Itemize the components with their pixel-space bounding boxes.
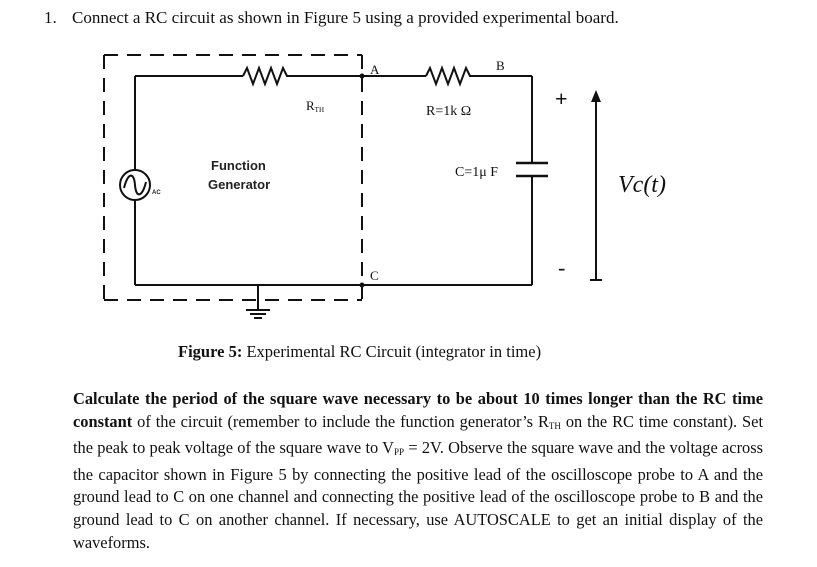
rc-circuit-figure: A B C RTH R=1k Ω C=1μ F Function Generat…: [103, 54, 666, 319]
paragraph-bold: Calculate the period of the square wave …: [73, 389, 763, 431]
question-number: 1.: [44, 8, 57, 27]
rth-resistor: [242, 65, 291, 87]
rth-label: RTH: [306, 98, 324, 114]
minus-sign: -: [558, 255, 565, 280]
vc-label: Vc(t): [618, 172, 666, 198]
ac-source-icon: [119, 169, 151, 201]
function-generator-label-2: Generator: [208, 177, 270, 192]
paragraph-part3: = 2V. Observe the square wave and the vo…: [73, 438, 763, 552]
capacitor: [516, 161, 548, 178]
ac-label: AC: [152, 190, 161, 196]
function-generator-label-1: Function: [211, 158, 266, 173]
figure-caption: Figure 5: Experimental RC Circuit (integ…: [178, 342, 541, 362]
vc-arrow-icon: [590, 90, 602, 281]
capacitor-label: C=1μ F: [455, 165, 498, 180]
ground-icon: [246, 309, 270, 319]
node-a-dot: [359, 73, 365, 79]
node-c-label: C: [370, 268, 379, 283]
instruction-paragraph: Calculate the period of the square wave …: [73, 388, 763, 554]
question-text: Connect a RC circuit as shown in Figure …: [72, 8, 619, 27]
paragraph-sub-pp: PP: [394, 447, 405, 458]
paragraph-part2: on the RC time constant). Set the peak t…: [73, 411, 764, 458]
plus-sign: +: [555, 86, 568, 111]
resistor-r: [425, 65, 474, 87]
node-b-label: B: [496, 58, 505, 73]
paragraph-part1: of the circuit (remember to include the …: [132, 411, 549, 431]
node-a-label: A: [370, 62, 380, 77]
circuit-wires: [134, 75, 533, 310]
question-heading: 1. Connect a RC circuit as shown in Figur…: [44, 8, 619, 28]
paragraph-sub-th: TH: [548, 420, 561, 431]
resistor-label: R=1k Ω: [426, 104, 471, 119]
caption-text: Experimental RC Circuit (integrator in t…: [242, 342, 542, 361]
node-c-dot: [359, 282, 365, 288]
function-generator-box: [103, 54, 363, 301]
caption-bold: Figure 5:: [178, 342, 243, 361]
